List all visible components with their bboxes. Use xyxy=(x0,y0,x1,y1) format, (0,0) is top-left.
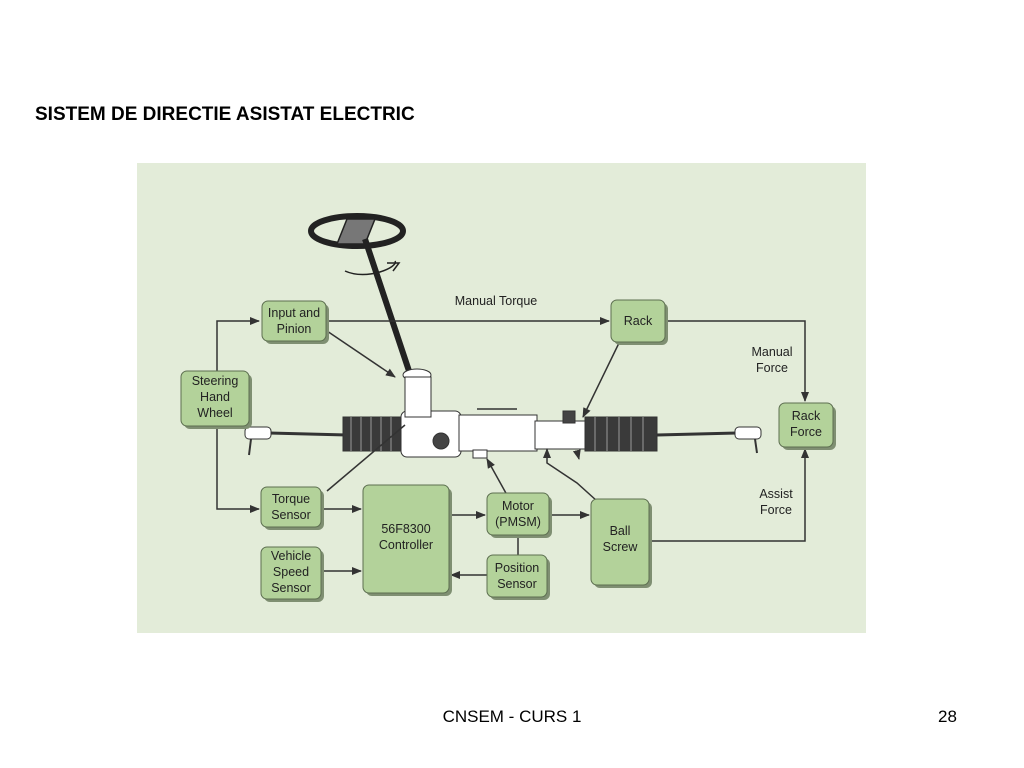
arrow-manual-force xyxy=(667,320,809,402)
vehicle-speed-line-2: Speed xyxy=(273,565,309,579)
svg-text:Force: Force xyxy=(756,361,788,375)
vehicle-speed-line-3: Sensor xyxy=(271,581,311,595)
motor-pmsm-box: Motor (PMSM) xyxy=(486,492,552,538)
svg-text:Manual: Manual xyxy=(752,345,793,359)
rack-label: Rack xyxy=(624,314,653,328)
svg-text:(PMSM): (PMSM) xyxy=(495,515,541,529)
arrow-motor-to-mechanism xyxy=(486,458,508,496)
svg-text:Vehicle: Vehicle xyxy=(271,549,311,563)
manual-torque-label: Manual Torque xyxy=(455,294,538,308)
controller-line-1: 56F8300 xyxy=(381,522,430,536)
manual-force-line-1: Manual xyxy=(752,345,793,359)
arrow-rack-to-mechanism xyxy=(582,342,620,418)
vehicle-speed-line-1: Vehicle xyxy=(271,549,311,563)
svg-text:Ball: Ball xyxy=(610,524,631,538)
manual-force-line-2: Force xyxy=(756,361,788,375)
assist-force-line-1: Assist xyxy=(759,487,793,501)
rack-force-box: Rack Force xyxy=(778,402,836,450)
vehicle-speed-sensor-box: Vehicle Speed Sensor xyxy=(260,546,324,602)
rack-and-pinion-illustration xyxy=(244,368,762,459)
eps-block-diagram: Input and Pinion Rack Steering Hand Whee… xyxy=(137,163,866,633)
arrow-steering-to-input xyxy=(216,317,260,371)
footer-course-label: CNSEM - CURS 1 xyxy=(442,707,582,726)
steering-line-2: Hand xyxy=(200,390,230,404)
svg-text:Force: Force xyxy=(760,503,792,517)
svg-text:Steering: Steering xyxy=(192,374,239,388)
motor-line-2: (PMSM) xyxy=(495,515,541,529)
flow-labels: Manual Torque Manual Force Assist Force xyxy=(455,294,793,517)
position-sensor-line-2: Sensor xyxy=(497,577,537,591)
svg-text:Pinion: Pinion xyxy=(277,322,312,336)
controller-line-2: Controller xyxy=(379,538,433,552)
assist-force-line-2: Force xyxy=(760,503,792,517)
input-and-pinion-box: Input and Pinion xyxy=(261,300,329,344)
svg-text:Force: Force xyxy=(790,425,822,439)
arrow-assist-force xyxy=(651,448,809,542)
rack-force-line-2: Force xyxy=(790,425,822,439)
svg-text:Controller: Controller xyxy=(379,538,433,552)
arrow-steering-to-torque xyxy=(216,426,260,513)
rack-box: Rack xyxy=(610,299,668,345)
svg-text:Wheel: Wheel xyxy=(197,406,232,420)
ball-screw-box: Ball Screw xyxy=(590,498,652,588)
svg-text:Input and: Input and xyxy=(268,306,320,320)
input-pinion-line-1: Input and xyxy=(268,306,320,320)
slide-title: SISTEM DE DIRECTIE ASISTAT ELECTRIC xyxy=(35,104,415,125)
position-sensor-box: Position Sensor xyxy=(486,554,550,600)
ball-screw-line-1: Ball xyxy=(610,524,631,538)
motor-line-1: Motor xyxy=(502,499,534,513)
svg-text:Hand: Hand xyxy=(200,390,230,404)
svg-text:Screw: Screw xyxy=(603,540,639,554)
position-sensor-line-1: Position xyxy=(495,561,540,575)
controller-box: 56F8300 Controller xyxy=(362,484,452,596)
arrow-ballscrew-to-screw xyxy=(572,449,581,460)
torque-sensor-box: Torque Sensor xyxy=(260,486,324,530)
svg-text:Speed: Speed xyxy=(273,565,309,579)
page-number: 28 xyxy=(938,707,957,726)
ball-screw-line-2: Screw xyxy=(603,540,639,554)
rack-force-line-1: Rack xyxy=(792,409,821,423)
arrow-ballscrew-to-mechanism xyxy=(543,448,598,502)
svg-text:Sensor: Sensor xyxy=(271,581,311,595)
connector-lines xyxy=(216,317,809,579)
arrow-input-to-mechanism xyxy=(326,330,396,378)
steering-hand-wheel-box: Steering Hand Wheel xyxy=(180,370,252,429)
svg-text:Torque: Torque xyxy=(272,492,310,506)
svg-text:Rack: Rack xyxy=(624,314,653,328)
torque-sensor-line-1: Torque xyxy=(272,492,310,506)
svg-text:Assist: Assist xyxy=(759,487,793,501)
svg-text:Sensor: Sensor xyxy=(271,508,311,522)
steering-line-3: Wheel xyxy=(197,406,232,420)
svg-text:Rack: Rack xyxy=(792,409,821,423)
line-mechanism-to-torque xyxy=(326,424,406,492)
svg-text:Sensor: Sensor xyxy=(497,577,537,591)
svg-text:56F8300: 56F8300 xyxy=(381,522,430,536)
svg-text:Motor: Motor xyxy=(502,499,534,513)
input-pinion-line-2: Pinion xyxy=(277,322,312,336)
steering-wheel-illustration xyxy=(308,213,412,372)
svg-text:Manual Torque: Manual Torque xyxy=(455,294,538,308)
torque-sensor-line-2: Sensor xyxy=(271,508,311,522)
svg-text:Position: Position xyxy=(495,561,540,575)
steering-line-1: Steering xyxy=(192,374,239,388)
